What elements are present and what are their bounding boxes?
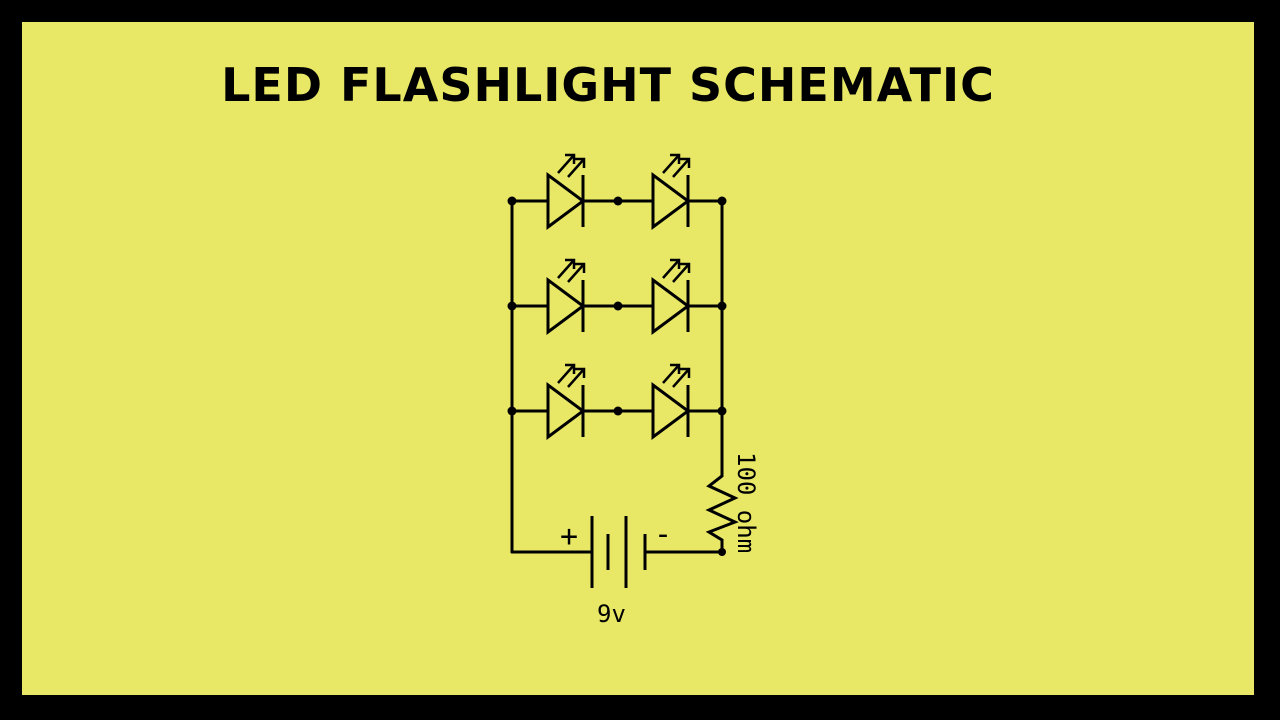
led-diode-icon <box>546 258 586 335</box>
junction-dot <box>507 406 517 416</box>
page-title: LED FLASHLIGHT SCHEMATIC <box>221 58 995 112</box>
canvas-frame <box>22 22 1254 695</box>
led-diode-icon <box>651 258 691 335</box>
led-array <box>507 153 727 556</box>
led-row <box>512 153 722 230</box>
junction-dot <box>717 196 727 206</box>
battery <box>590 516 647 588</box>
battery-voltage-label: 9v <box>597 600 626 628</box>
resistor-label: 100 ohm <box>732 452 760 553</box>
led-row <box>512 258 722 335</box>
junction-dot <box>613 301 623 311</box>
wires <box>510 199 724 554</box>
battery-plus-label: + <box>560 519 578 554</box>
resistor-zigzag <box>705 468 739 552</box>
led-diode-icon <box>651 153 691 230</box>
junction-dot <box>507 301 517 311</box>
resistor <box>705 468 739 552</box>
junction-dot <box>717 301 727 311</box>
junction-dot <box>613 406 623 416</box>
battery-minus-label: - <box>654 517 672 552</box>
junction-dot <box>507 196 517 206</box>
junction-dot <box>613 196 623 206</box>
led-diode-icon <box>546 153 586 230</box>
led-diode-icon <box>546 363 586 440</box>
junction-dot <box>717 406 727 416</box>
led-row <box>512 363 722 440</box>
led-diode-icon <box>651 363 691 440</box>
